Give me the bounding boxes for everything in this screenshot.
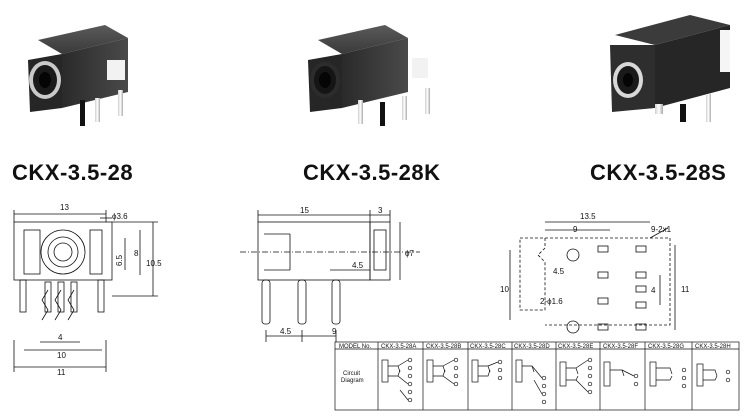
drawing-side-view [240, 210, 420, 342]
drawing-front-view [13, 210, 158, 372]
drawing-pcb-layout [509, 221, 676, 334]
dim-10-pcb: 10 [500, 285, 509, 294]
dim-phi7: ϕ7 [405, 249, 414, 258]
dim-11: 11 [57, 368, 66, 377]
product-title-2: CKX-3.5-28K [303, 160, 441, 185]
model-g: CKX-3.5-28G [648, 344, 684, 350]
dim-10: 10 [57, 351, 66, 360]
dim-13: 13 [60, 203, 69, 212]
dim-11-pcb: 11 [681, 285, 690, 294]
dim-4-pcb: 4 [651, 286, 656, 295]
product-title-1: CKX-3.5-28 [12, 160, 134, 185]
model-h: CKX-3.5-28H [695, 344, 731, 350]
circuit-label-1: Circuit [343, 371, 360, 377]
dim-4: 4 [58, 333, 63, 342]
model-a: CKX-3.5-28A [381, 344, 416, 350]
dim-9-pcb: 9 [573, 225, 578, 234]
dim-phi36: ϕ3.6 [112, 212, 128, 221]
dim-65: 6.5 [115, 254, 124, 266]
dim-pads: 9-2x1 [651, 225, 672, 234]
dim-9: 9 [332, 327, 337, 336]
dim-8: 8 [134, 249, 139, 258]
model-e: CKX-3.5-28E [558, 344, 593, 350]
dim-15: 15 [300, 206, 309, 215]
product-photo-1 [28, 25, 128, 126]
model-d: CKX-3.5-28D [514, 344, 550, 350]
dim-105: 10.5 [146, 259, 162, 268]
circuit-table [334, 341, 740, 411]
circuit-label-2: Diagram [341, 378, 364, 384]
dim-hole: 2-ϕ1.6 [540, 297, 563, 306]
model-c: CKX-3.5-28C [470, 344, 506, 350]
product-photo-2 [308, 25, 430, 126]
dim-3: 3 [378, 206, 383, 215]
model-b: CKX-3.5-28B [426, 344, 461, 350]
dim-45b: 4.5 [280, 327, 292, 336]
table-header-model: MODEL No. [339, 344, 371, 350]
product-title-3: CKX-3.5-28S [590, 160, 727, 185]
dim-135: 13.5 [580, 212, 596, 221]
dim-45a: 4.5 [352, 261, 364, 270]
product-photo-3 [610, 15, 730, 122]
circuit-diagrams [381, 357, 731, 405]
dim-45-pcb: 4.5 [553, 267, 565, 276]
model-f: CKX-3.5-28F [603, 344, 638, 350]
